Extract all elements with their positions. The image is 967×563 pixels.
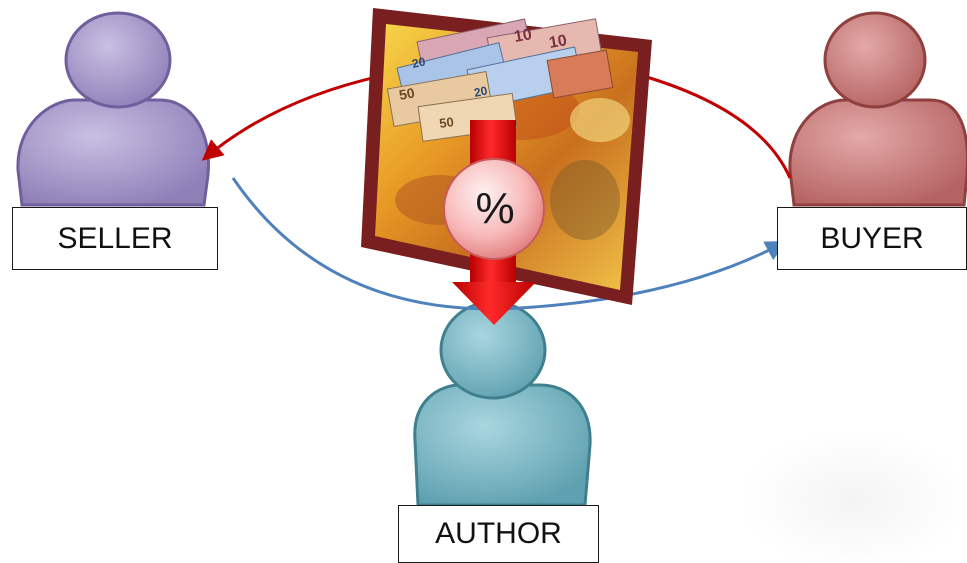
banknote-value: 20 <box>473 83 489 100</box>
seller-label: SELLER <box>12 207 218 270</box>
buyer-label: BUYER <box>777 207 967 270</box>
artwork-flow-arrow <box>231 177 787 311</box>
author-label: AUTHOR <box>398 505 599 563</box>
banknote-value: 50 <box>438 114 454 131</box>
banknote-value: 50 <box>398 84 416 102</box>
author-person-icon <box>413 300 592 507</box>
seller-person-icon <box>16 11 210 207</box>
background-shape <box>740 430 967 563</box>
percent-circle <box>443 158 545 260</box>
banknote-value: 20 <box>411 54 427 71</box>
banknote-value: 10 <box>513 26 534 46</box>
percent-symbol: % <box>475 184 515 233</box>
buyer-person-icon <box>788 11 967 207</box>
banknote-value: 10 <box>548 32 569 52</box>
